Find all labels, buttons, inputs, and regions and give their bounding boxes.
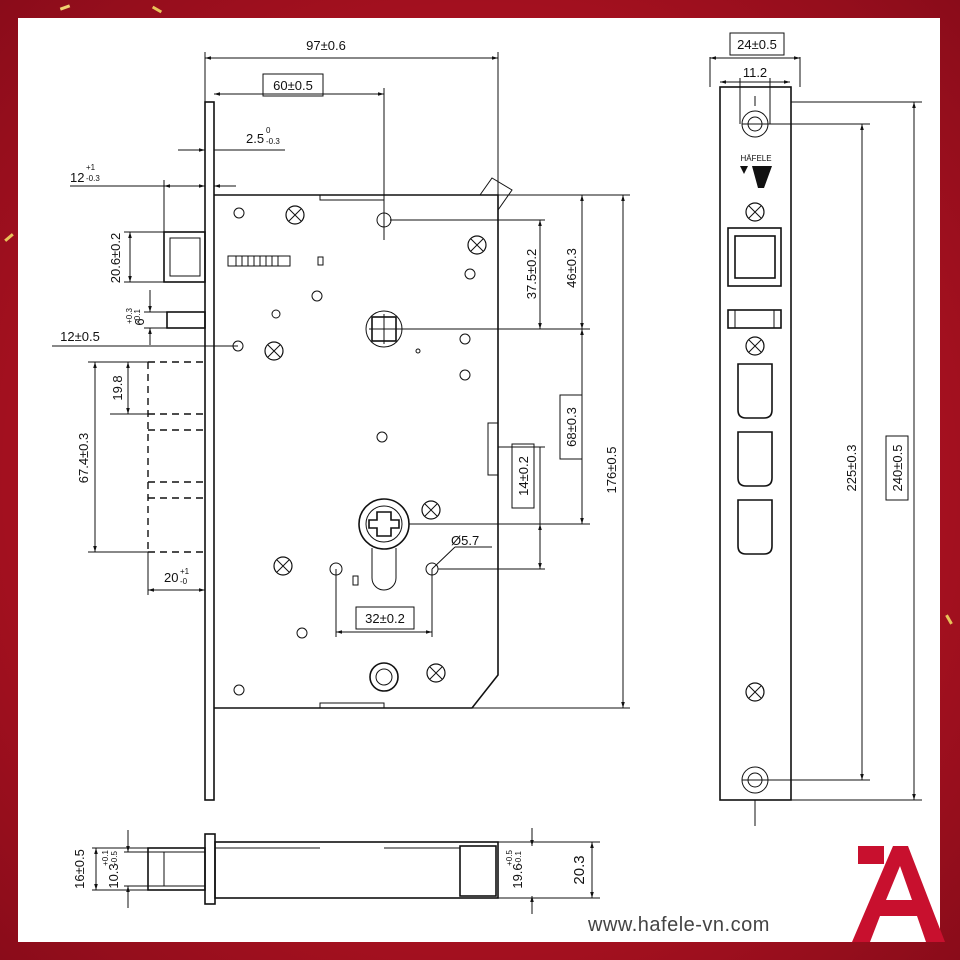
screw-icon xyxy=(421,500,441,520)
dim-cylinder-holes: 32±0.2 xyxy=(365,611,405,626)
dim-aux-offset: 12±0.5 xyxy=(60,329,100,344)
dim-hole-to-spindle: 37.5±0.2 xyxy=(524,249,539,300)
spring xyxy=(227,255,291,267)
dim-hole-diameter: Ø5.7 xyxy=(451,533,479,548)
dim-case-thickness-tol-lower: -0.1 xyxy=(514,851,523,865)
bottom-hole xyxy=(369,662,399,692)
drawing-panel xyxy=(18,18,940,942)
dim-cylinder-offset: 14±0.2 xyxy=(516,456,531,496)
dim-deadbolt-tol-upper: +1 xyxy=(180,567,190,576)
screw-icon xyxy=(745,202,765,222)
cylinder-cutout xyxy=(358,498,410,591)
dim-case-thickness: 20.3 xyxy=(571,855,588,884)
dim-faceplate-tol-lower: -0.3 xyxy=(266,137,280,146)
dim-deadbolt-width: 20 xyxy=(164,570,178,585)
small-holes xyxy=(232,207,476,696)
dim-overall-width: 97±0.6 xyxy=(306,38,346,53)
deadbolt-hidden xyxy=(147,361,205,553)
faceplate-front-view: HÄFELE xyxy=(709,32,922,826)
website-url[interactable]: www.hafele-vn.com xyxy=(588,914,770,936)
dim-latch-proj-tol-lower: -0.3 xyxy=(86,174,100,183)
dim-latch-proj-tol-upper: +1 xyxy=(86,163,96,172)
faceplate-side xyxy=(204,101,215,801)
dim-bottom-latch-tol-lower: -0.5 xyxy=(110,851,119,865)
dim-faceplate-length: 240±0.5 xyxy=(890,445,905,492)
lock-case-outline xyxy=(214,194,499,709)
dim-bottom-depth: 16±0.5 xyxy=(72,849,87,889)
dim-bottom-latch: 10.3 xyxy=(106,863,121,888)
dim-top-to-spindle: 46±0.3 xyxy=(564,248,579,288)
dim-aux-tol-upper: +0.3 xyxy=(125,308,134,324)
screw-icon xyxy=(264,341,284,361)
dim-faceplate-thickness: 2.5 xyxy=(246,131,264,146)
lock-bottom-view: 16±0.5 10.3 +0.1 -0.5 19.6 +0.5 -0.1 20.… xyxy=(72,828,600,914)
screw-icon xyxy=(285,205,305,225)
hafele-a-icon xyxy=(740,166,772,188)
auxiliary-latch xyxy=(166,311,206,329)
dim-faceplate-screw-span: 225±0.3 xyxy=(844,445,859,492)
dim-aux-latch: 6 xyxy=(132,318,147,325)
hafele-logo-icon xyxy=(852,846,945,942)
screw-icon xyxy=(467,235,487,255)
dim-faceplate-width: 24±0.5 xyxy=(737,37,777,52)
dim-case-thickness-inner: 19.6 xyxy=(510,863,525,888)
dim-aux-tol-lower: -0.1 xyxy=(133,309,142,323)
screw-icon xyxy=(426,663,446,683)
dim-case-height: 176±0.5 xyxy=(604,447,619,494)
dim-bottom-latch-tol-upper: +0.1 xyxy=(101,850,110,866)
dim-faceplate-inner: 11.2 xyxy=(743,65,767,80)
lock-body-side-view: 97±0.6 60±0.5 2.5 0 -0.3 12 +1 -0.3 20.6… xyxy=(52,38,630,801)
dim-deadbolt-tol-lower: -0 xyxy=(180,577,188,586)
screw-icon xyxy=(273,556,293,576)
dim-latch-projection: 12 xyxy=(70,170,84,185)
screw-icon xyxy=(745,682,765,702)
dim-latch-height: 20.6±0.2 xyxy=(108,233,123,284)
dim-case-thickness-tol-upper: +0.5 xyxy=(505,850,514,866)
screw-icon xyxy=(745,336,765,356)
dim-deadbolt-span: 67.4±0.3 xyxy=(76,433,91,484)
faceplate-brand-text: HÄFELE xyxy=(740,154,771,163)
dim-backset: 60±0.5 xyxy=(273,78,313,93)
dim-deadbolt-spacing: 19.8 xyxy=(110,375,125,400)
dim-faceplate-tol-upper: 0 xyxy=(266,126,271,135)
latch-bolt xyxy=(163,231,206,283)
dim-spindle-to-cylinder: 68±0.3 xyxy=(564,407,579,447)
